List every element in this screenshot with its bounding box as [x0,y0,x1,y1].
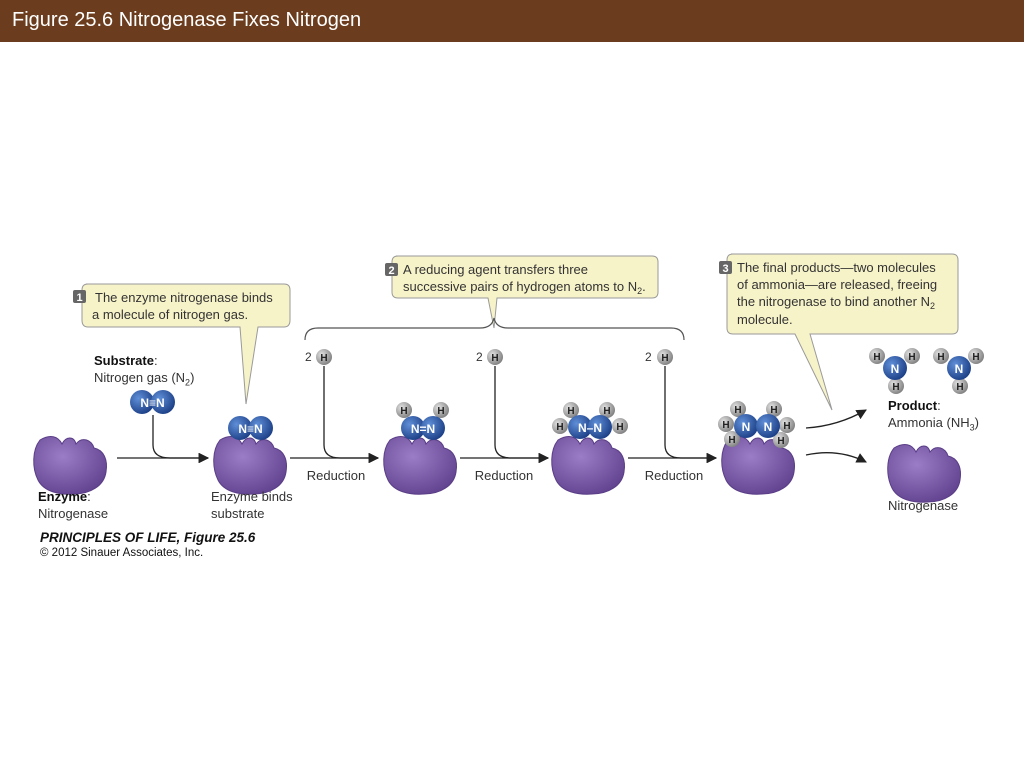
figure-credit: PRINCIPLES OF LIFE, Figure 25.6 © 2012 S… [40,530,255,559]
callout-text: the nitrogenase to bind another N2 [737,294,935,311]
svg-text:N–N: N–N [578,421,602,435]
svg-text:H: H [972,352,979,363]
book-citation: PRINCIPLES OF LIFE, Figure 25.6 [40,530,256,545]
title-bar: Figure 25.6 Nitrogenase Fixes Nitrogen [0,0,1024,42]
enzyme-label: Enzyme: Nitrogenase [38,489,109,521]
svg-text:N: N [742,420,751,434]
svg-text:H: H [783,421,790,432]
svg-text:N: N [891,362,900,376]
svg-text:H: H [722,420,729,431]
svg-text:H: H [892,382,899,393]
step-number: 1 [76,292,82,304]
substrate-arrow [152,415,210,464]
callout-text: of ammonia—are released, freeing [737,277,937,292]
svg-text:H: H [567,406,574,417]
product-label: Product: Ammonia (NH3) [888,398,979,433]
hydrogen-arrow [494,366,550,464]
callout-text: A reducing agent transfers three [403,262,588,277]
svg-text:H: H [320,353,327,364]
svg-text:H: H [437,406,444,417]
svg-text:H: H [491,353,498,364]
callout-text: The final products—two molecules [737,260,936,275]
page-title: Figure 25.6 Nitrogenase Fixes Nitrogen [12,9,362,31]
released-enzyme-label: Nitrogenase [888,498,959,513]
svg-text:H: H [616,422,623,433]
callout-text: The enzyme nitrogenase binds [95,290,273,305]
svg-text:N=N: N=N [411,422,435,436]
ammonia-molecule: H H H N [869,348,920,394]
callout-step-1: 1 The enzyme nitrogenase binds a molecul… [73,283,291,405]
svg-text:H: H [770,405,777,416]
callout-step-2: 2 A reducing agent transfers three succe… [385,255,659,329]
ammonia-molecule: H H H N [933,348,984,394]
released-nitrogenase [887,444,961,503]
reduction-brace [304,317,685,341]
substrate-label: Substrate: Nitrogen gas (N2) [94,353,195,388]
hydrogen-count: 2 [645,350,652,364]
enzyme-release-arrow [805,452,867,463]
callout-text: successive pairs of hydrogen atoms to N2… [403,279,646,296]
reduction-label: Reduction [307,468,366,483]
nitrogenase-enzyme [33,436,107,495]
hydrogen-atom: H [316,349,332,365]
reduction-label: Reduction [645,468,704,483]
svg-text:H: H [728,435,735,446]
svg-text:H: H [777,436,784,447]
callout-text: a molecule of nitrogen gas. [92,307,248,322]
hydrogen-arrow [664,366,718,464]
svg-text:H: H [556,422,563,433]
enzyme-diimide-complex [383,436,457,495]
enzyme-bound-substrate [213,436,287,495]
diimide-molecule: H H N=N [396,402,449,440]
callout-text: molecule. [737,312,793,327]
hydrogen-atom: H [487,349,503,365]
svg-text:H: H [734,405,741,416]
copyright-notice: © 2012 Sinauer Associates, Inc. [40,547,204,559]
svg-text:N: N [955,362,964,376]
svg-text:H: H [873,352,880,363]
callout-step-3: 3 The final products—two molecules of am… [719,253,959,411]
svg-text:H: H [956,382,963,393]
bound-n2-molecule: N≡N [228,416,273,440]
svg-text:N≡N: N≡N [238,422,262,436]
hydrogen-atom: H [657,349,673,365]
reduction-label: Reduction [475,468,534,483]
hydrogen-count: 2 [476,350,483,364]
substrate-n2-molecule: N≡N [130,390,175,414]
hydrazine-molecule: H H H H N–N [552,402,628,439]
step-number: 2 [388,265,394,277]
svg-text:H: H [400,406,407,417]
svg-text:N≡N: N≡N [140,396,164,410]
svg-text:N: N [764,420,773,434]
enzyme-hydrazine-complex [551,436,625,495]
hydrogen-arrow [323,366,380,464]
svg-text:H: H [937,352,944,363]
hydrogen-count: 2 [305,350,312,364]
enzyme-binds-label: Enzyme binds substrate [211,489,293,521]
svg-text:H: H [908,352,915,363]
bound-ammonia-molecules: H H H H H H N N [718,401,795,448]
svg-text:H: H [661,353,668,364]
product-release-arrow [805,409,867,429]
step-number: 3 [722,263,728,275]
svg-text:H: H [603,406,610,417]
